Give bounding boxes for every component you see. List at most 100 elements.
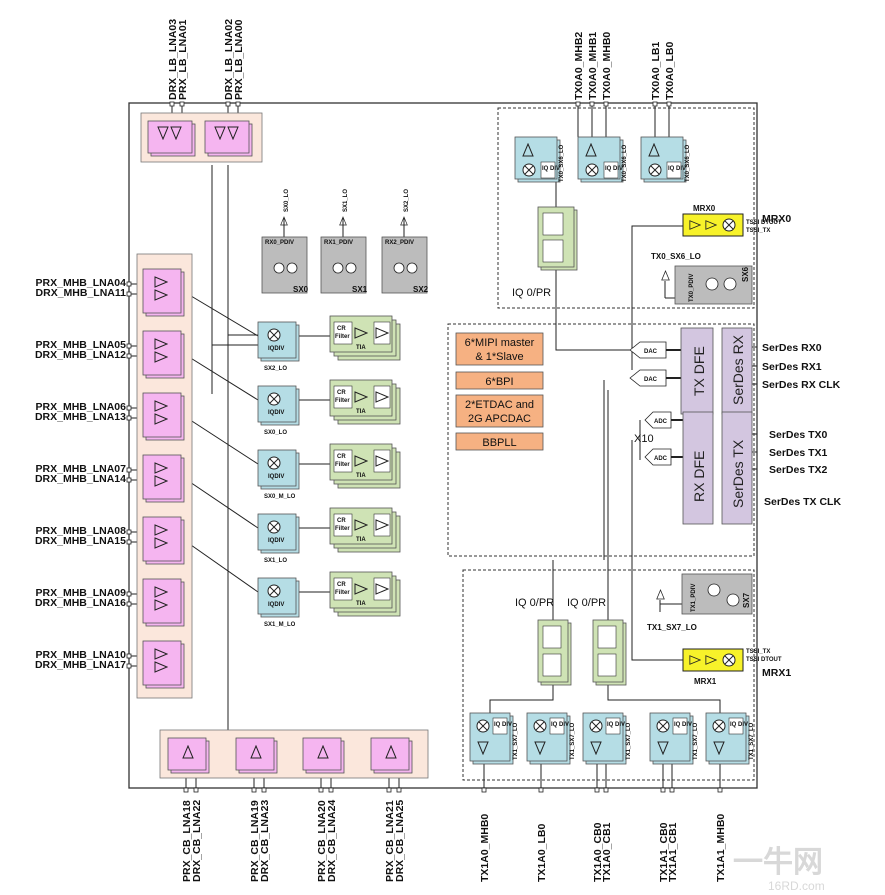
iq-div-box: [672, 717, 688, 735]
bbpll-box-label: BBPLL: [482, 437, 516, 449]
wire: [180, 475, 259, 529]
filter-label: Filter: [335, 398, 350, 404]
wire: [607, 682, 721, 713]
rx-dfe-label: RX DFE: [691, 451, 707, 502]
tx-mixer-icon: [589, 719, 603, 733]
chip-outline: [128, 102, 758, 789]
left-lna-2-layer: [142, 392, 182, 438]
pdiv-osc-icon: [273, 262, 285, 274]
pin-pad: [126, 653, 132, 659]
mixer-icon: [267, 456, 281, 470]
bottom-pin-label: TX1A0_CB1: [601, 822, 613, 882]
pin-pad: [126, 477, 132, 483]
top-pin-label: DRX_LB_LNA03: [167, 19, 179, 100]
tx-mixer-icon: [648, 163, 662, 177]
mrx1-label: MRX1: [694, 677, 717, 686]
pin-pad: [669, 787, 675, 793]
adc-box: [373, 577, 391, 601]
iq-div-box: [549, 717, 565, 735]
pin-pad: [660, 787, 666, 793]
pin-pad: [652, 101, 658, 107]
serdes-tx-label: SerDes TX: [730, 439, 746, 508]
iq-div-box: [666, 161, 682, 179]
mipi-box: [455, 332, 544, 366]
tx1-iq-filter: [597, 653, 617, 677]
top-pin-label: TX0A0_MHB1: [587, 32, 599, 100]
left-lna-5-layer: [142, 578, 182, 624]
bottom-pin-label: DRX_CB_LNA25: [394, 800, 406, 882]
pin-pad: [328, 787, 334, 793]
left-pin-label: PRX_MHB_LNA09: [36, 587, 127, 599]
mrx0-tx-x: TSSI_TX: [746, 228, 770, 234]
tx1-mod-lo-label: TX1_SX7_LO: [626, 722, 632, 760]
tx-mixer-icon: [585, 163, 599, 177]
dac-label: DAC: [644, 377, 658, 383]
right-pin-serdes-tx: SerDes TX1: [769, 447, 828, 459]
left-pin-label: DRX_MHB_LNA17: [35, 659, 126, 671]
bottom-pin-label: PRX_CB_LNA21: [384, 800, 396, 882]
adc-box: [373, 385, 391, 409]
wire: [180, 289, 259, 337]
mixer-icon: [267, 328, 281, 342]
left-pin-label: DRX_MHB_LNA13: [35, 411, 126, 423]
pdiv-block: [320, 236, 367, 294]
wire: [180, 537, 259, 593]
serdes-rx-label: SerDes RX: [730, 334, 746, 405]
tx0-iq-dac: [542, 239, 564, 263]
pin-pad: [126, 343, 132, 349]
etdac-box-line1: 2*ETDAC and: [465, 399, 534, 411]
tx1-lo-label: TX1_SX7_LO: [647, 623, 697, 632]
lo-input-label: SX2_LO: [404, 189, 410, 212]
mixer-icon: [267, 520, 281, 534]
pdiv-label: RX0_PDIV: [265, 240, 294, 246]
mrx0-tx-out: TSSI DTOUT: [746, 220, 782, 226]
bottom-pin-label: DRX_CB_LNA23: [259, 800, 271, 882]
pdiv-label: RX2_PDIV: [385, 240, 414, 246]
pin-pad: [318, 787, 324, 793]
adc-box: [373, 449, 391, 473]
iq-div-label: IQ DIV: [542, 166, 560, 172]
pin-pad: [589, 101, 595, 107]
tx0-pdiv-label: TX0_PDIV: [689, 274, 695, 302]
right-pin-mrx0: MRX0: [762, 213, 791, 225]
right-pin-serdes-tx-clk: SerDes TX CLK: [764, 496, 841, 508]
left-pin-label: PRX_MHB_LNA08: [36, 525, 127, 537]
mixer-div-label: IQDIV: [268, 410, 284, 416]
tx1-mod-lo-label: TX1_SX7_LO: [570, 722, 576, 760]
left-pin-label: PRX_MHB_LNA07: [36, 463, 127, 475]
top-pin-label: DRX_LB_LNA02: [223, 19, 235, 100]
top-pin-label: PRX_LB_LNA01: [177, 19, 189, 100]
pin-pad: [538, 787, 544, 793]
left-pin-label: DRX_MHB_LNA16: [35, 597, 126, 609]
pin-pad: [666, 101, 672, 107]
pdiv-block: [381, 236, 428, 294]
filter-label: Filter: [335, 590, 350, 596]
adc-shape: [644, 448, 672, 466]
tx1-mod-0-layer: [469, 712, 511, 762]
tx0-region: [497, 107, 755, 309]
bottom-pin-label: DRX_CB_LNA22: [191, 800, 203, 882]
tx0-lo-label: TX0_SX6_LO: [651, 252, 701, 261]
mixer-lo-label: SX1_LO: [264, 558, 287, 564]
iq-div-label: IQ DIV: [674, 722, 692, 728]
tx0-mod-lo-label: TX0_SX6_LO: [622, 144, 628, 182]
top-pin-label: TX0A0_LB0: [664, 41, 676, 100]
mixer-lo-label: SX1_M_LO: [264, 622, 296, 628]
digital-region: [447, 323, 755, 557]
filter-label: Filter: [335, 462, 350, 468]
pin-pad: [126, 663, 132, 669]
watermark-main: 一牛网: [733, 846, 823, 879]
tx1-pdiv-label: TX1_PDIV: [691, 584, 697, 612]
left-pin-label: DRX_MHB_LNA11: [36, 287, 127, 299]
iq-div-box: [540, 161, 556, 179]
right-pin-serdes-rx: SerDes RX1: [762, 361, 822, 373]
tx0-iq-filter: [542, 212, 564, 236]
tx1-mod-lo-label: TX1_SX7_LO: [513, 722, 519, 760]
pin-pad: [481, 787, 487, 793]
pdiv-osc-icon: [345, 262, 357, 274]
mixer-div-label: IQDIV: [268, 602, 284, 608]
tx-mixer-icon: [712, 719, 726, 733]
left-pin-label: PRX_MHB_LNA05: [36, 339, 127, 351]
bpi-box: [455, 371, 544, 390]
